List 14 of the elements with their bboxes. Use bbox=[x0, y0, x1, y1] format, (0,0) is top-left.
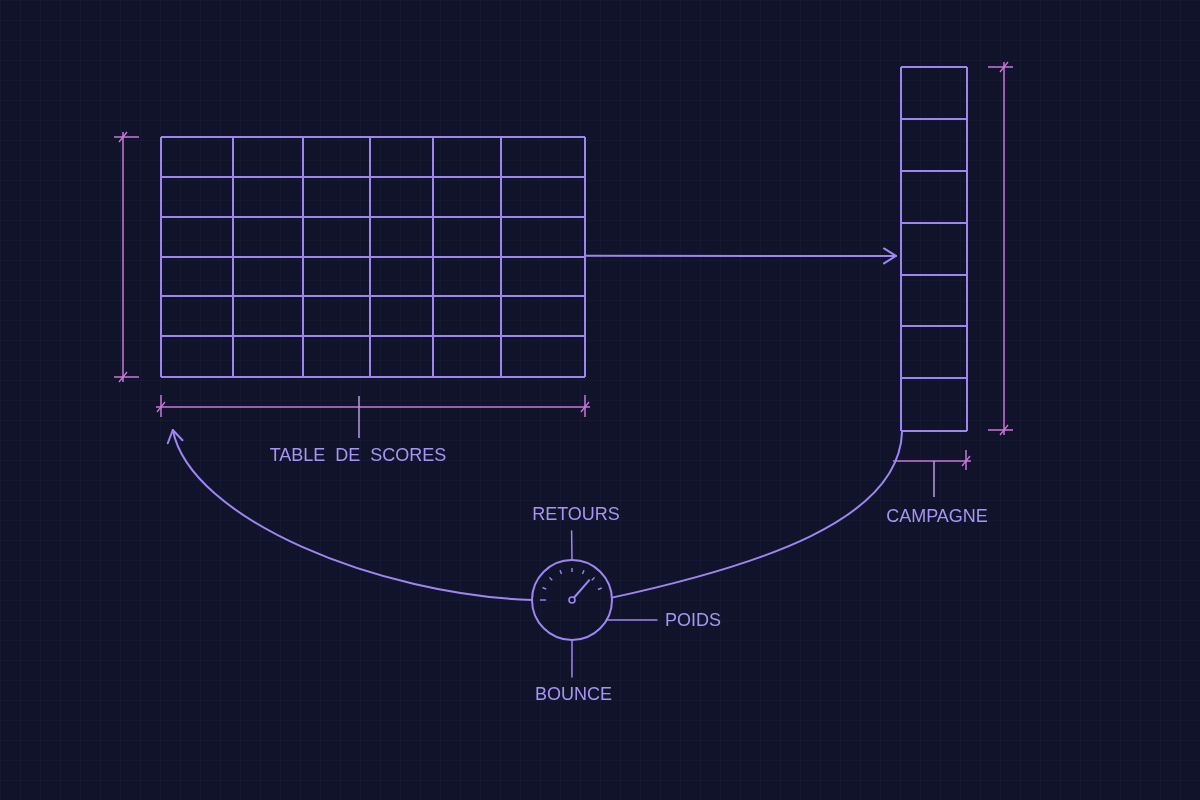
metric-label: RETOURS bbox=[532, 504, 620, 524]
leader-line bbox=[571, 639, 573, 678]
caption-label: TABLE DE SCORES bbox=[269, 445, 447, 465]
metric-label: BOUNCE bbox=[535, 684, 612, 704]
leader-line bbox=[570, 530, 573, 561]
arrow bbox=[585, 247, 897, 265]
curved-arrow bbox=[168, 429, 533, 601]
metric-label: POIDS bbox=[665, 610, 721, 630]
gauge-dial bbox=[531, 559, 613, 641]
caption-label: CAMPAGNE bbox=[886, 506, 988, 526]
curved-connector bbox=[610, 431, 904, 599]
score-table bbox=[160, 136, 586, 378]
leader-line bbox=[605, 619, 658, 621]
campaign-column bbox=[900, 66, 968, 432]
